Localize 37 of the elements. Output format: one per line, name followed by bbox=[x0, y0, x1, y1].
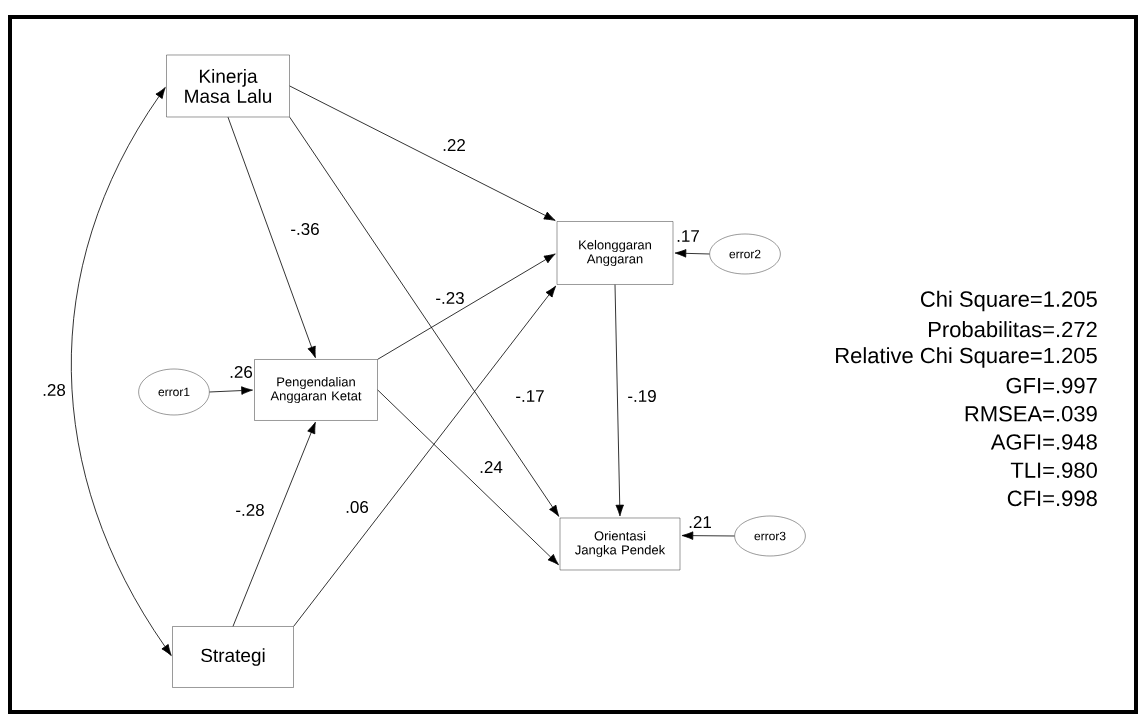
edge-label: .06 bbox=[346, 501, 369, 513]
arrow bbox=[377, 253, 556, 360]
arrow bbox=[227, 116, 316, 358]
edge-label: .28 bbox=[43, 384, 66, 396]
variance-label: .26 bbox=[230, 366, 253, 378]
edge-label: .24 bbox=[480, 461, 503, 473]
arrow bbox=[289, 116, 560, 517]
edge-label: .22 bbox=[443, 139, 465, 151]
fit-statistic: Chi Square=1.205 bbox=[920, 290, 1097, 312]
fit-statistic: TLI=.980 bbox=[1010, 462, 1097, 478]
edge-label: -.19 bbox=[628, 390, 656, 402]
edge-label: -.23 bbox=[436, 292, 464, 304]
arrow bbox=[209, 386, 253, 395]
fit-statistic: CFI=.998 bbox=[1007, 490, 1097, 507]
arrow bbox=[293, 285, 557, 627]
arrow bbox=[70, 87, 172, 656]
variable-box: Orientasi Jangka Pendek bbox=[559, 517, 681, 571]
arrow bbox=[614, 284, 624, 517]
arrow bbox=[289, 85, 556, 221]
fit-statistic: Relative Chi Square=1.205 bbox=[836, 347, 1097, 368]
variance-label: .21 bbox=[689, 516, 711, 528]
arrow bbox=[377, 389, 559, 566]
fit-statistic: AGFI=.948 bbox=[990, 434, 1097, 450]
fit-statistic: GFI=.997 bbox=[1006, 377, 1097, 394]
edge-label: -.36 bbox=[291, 223, 319, 235]
edge-label: -.28 bbox=[236, 504, 264, 516]
fit-statistic: RMSEA=.039 bbox=[965, 406, 1097, 422]
variance-label: .17 bbox=[677, 230, 699, 242]
arrow bbox=[674, 249, 710, 258]
variable-box: Kinerja Masa Lalu bbox=[166, 54, 290, 118]
arrow bbox=[232, 421, 316, 627]
arrow bbox=[681, 531, 735, 540]
edge-label: -.17 bbox=[516, 390, 544, 402]
variable-box: Kelonggaran Anggaran bbox=[556, 221, 674, 285]
variable-box: Pengendalian Anggaran Ketat bbox=[254, 359, 378, 421]
variable-box: Strategi bbox=[172, 626, 294, 688]
fit-statistic: Probabilitas=.272 bbox=[929, 321, 1097, 338]
